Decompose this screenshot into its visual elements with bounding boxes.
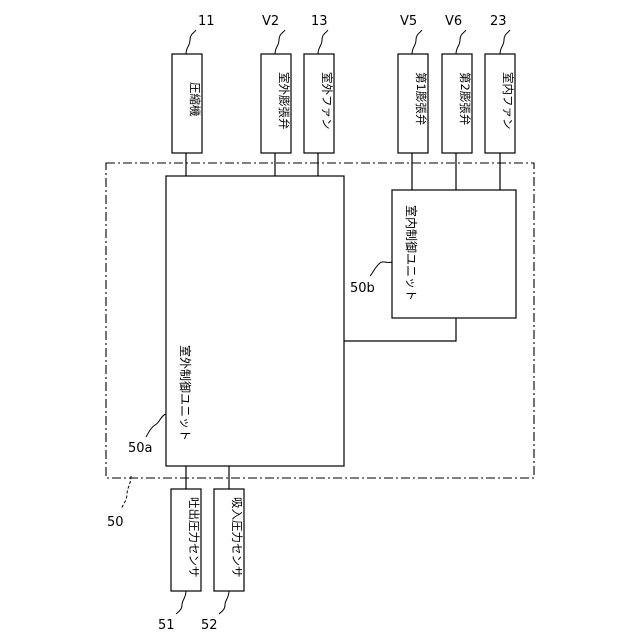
top-device-second-expansion-valve: 第2膨張弁 — [442, 54, 472, 153]
ref-label: 13 — [311, 14, 328, 29]
top-device-outdoor-expansion-valve: 室外膨張弁 — [261, 54, 291, 153]
top-device-label: 室内ファン — [501, 72, 515, 130]
indoor-control-unit-label: 室内制御ユニット — [404, 205, 419, 301]
ref-label: V5 — [400, 14, 417, 29]
top-device-references: 11 V2 13 V5 V6 23 — [186, 14, 510, 54]
top-device-first-expansion-valve: 第1膨張弁 — [398, 54, 428, 153]
bottom-sensor-suction-pressure: 吸入圧力センサ — [214, 489, 244, 591]
top-device-label: 室外ファン — [320, 72, 334, 130]
outdoor-unit-leader — [146, 414, 166, 437]
ref-label: V2 — [262, 14, 279, 29]
outdoor-control-unit-label: 室外制御ユニット — [178, 345, 193, 441]
top-device-compressor: 圧縮機 — [172, 54, 202, 153]
ref-label: 52 — [201, 618, 218, 633]
ref-label: 23 — [490, 14, 507, 29]
top-device-indoor-fan: 室内ファン — [485, 54, 515, 153]
indoor-unit-ref: 50b — [350, 281, 375, 296]
ref-label: V6 — [445, 14, 462, 29]
top-device-label: 圧縮機 — [188, 82, 202, 117]
control-device-ref: 50 — [107, 515, 124, 530]
ref-label: 11 — [198, 14, 215, 29]
bottom-sensor-references: 51 52 — [158, 591, 229, 633]
bottom-sensor-discharge-pressure: 吐出圧力センサ — [171, 489, 201, 591]
indoor-unit-leader — [370, 262, 392, 276]
top-device-label: 第2膨張弁 — [458, 72, 472, 125]
bottom-sensor-label: 吸入圧力センサ — [230, 497, 244, 578]
top-device-label: 第1膨張弁 — [414, 72, 428, 125]
outdoor-unit-ref: 50a — [128, 441, 153, 456]
bottom-sensor-label: 吐出圧力センサ — [187, 497, 201, 578]
top-device-label: 室外膨張弁 — [277, 72, 291, 130]
control-device-leader — [121, 476, 131, 509]
ref-label: 51 — [158, 618, 175, 633]
outdoor-control-unit: 室外制御ユニット — [166, 176, 344, 466]
top-device-outdoor-fan: 室外ファン — [304, 54, 334, 153]
indoor-control-unit: 室内制御ユニット — [392, 190, 516, 318]
